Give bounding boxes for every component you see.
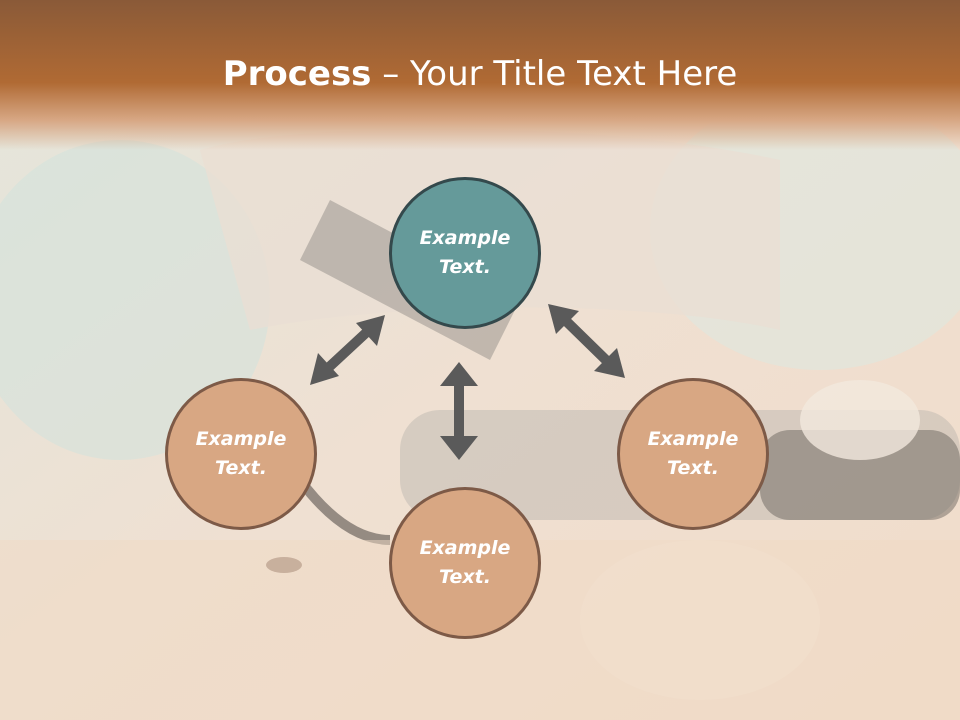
process-node-bottom: Example Text.	[389, 487, 541, 639]
header-band	[0, 0, 960, 150]
node-top-label: Example Text.	[419, 227, 511, 278]
process-node-right: Example Text.	[617, 378, 769, 530]
arrow-vertical	[440, 362, 478, 460]
title-bold: Process	[222, 54, 372, 94]
arrow-right	[548, 304, 625, 378]
arrow-left	[310, 315, 385, 385]
node-right-label: Example Text.	[647, 428, 739, 479]
node-left-label: Example Text.	[195, 428, 287, 479]
title-rest: – Your Title Text Here	[371, 54, 738, 94]
process-node-top: Example Text.	[389, 177, 541, 329]
node-bottom-label: Example Text.	[419, 537, 511, 588]
process-node-left: Example Text.	[165, 378, 317, 530]
slide-title: Process – Your Title Text Here	[0, 52, 960, 96]
